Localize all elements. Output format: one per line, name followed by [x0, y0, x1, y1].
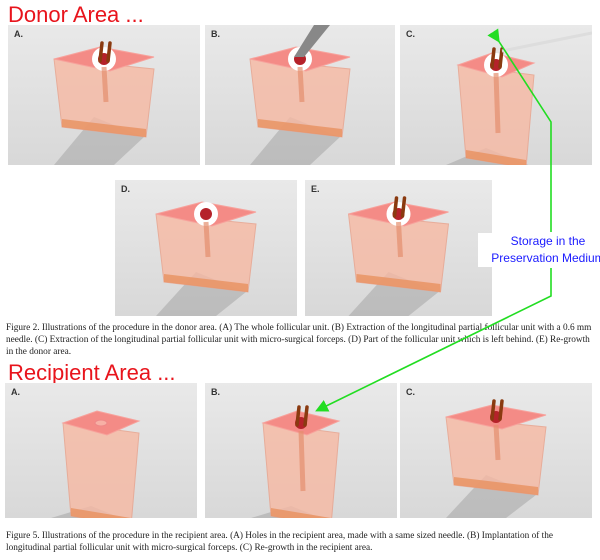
block-bottom [62, 119, 146, 137]
hair-shaft [498, 399, 504, 421]
hair-shaft [295, 405, 301, 427]
recipient-panel-a: A. [5, 383, 197, 518]
donor-area-heading: Donor Area ... [8, 2, 144, 27]
block-bottom [71, 508, 131, 518]
panel-label: D. [121, 184, 130, 194]
hair-shaft [490, 399, 496, 421]
donor-panel-a: A. [8, 25, 200, 165]
root [101, 66, 109, 103]
root [298, 430, 306, 492]
donor-panel-c: C. [400, 25, 592, 165]
panel-label: B. [211, 29, 220, 39]
follicle-hole [200, 208, 212, 220]
block-bottom [271, 508, 331, 518]
skin-block-illustration [51, 410, 141, 518]
hair-shaft [98, 41, 104, 63]
skin-block-illustration [251, 405, 341, 518]
root [493, 424, 501, 461]
block-side [62, 422, 140, 518]
figure-5-caption: Figure 5. Illustrations of the procedure… [6, 531, 554, 553]
panel-label: C. [406, 387, 415, 397]
hair-shaft [392, 196, 399, 218]
skin-block-illustration [155, 201, 257, 316]
skin-block-illustration [53, 41, 155, 165]
panel-label: A. [14, 29, 23, 39]
figure-2-caption: Figure 2. Illustrations of the procedure… [6, 323, 592, 357]
donor-panel-e: E. [305, 180, 492, 316]
needle [294, 25, 330, 57]
root [203, 221, 211, 258]
root [297, 66, 305, 103]
panel-label: C. [406, 29, 415, 39]
storage-annotation: Storage in the Preservation Medium [478, 233, 600, 267]
hair-shaft [303, 405, 309, 427]
hair-shaft [106, 41, 112, 63]
panel-label: A. [11, 387, 20, 397]
hair-shaft [400, 196, 407, 218]
skin-block-illustration [446, 31, 592, 165]
root [493, 72, 501, 134]
donor-panel-b: B. [205, 25, 395, 165]
donor-panel-d: D. [115, 180, 297, 316]
skin-block-illustration [249, 25, 351, 165]
root [396, 221, 403, 258]
block-bottom [164, 274, 248, 292]
skin-block-illustration [445, 399, 547, 518]
block-bottom [258, 119, 342, 137]
hole [94, 419, 108, 427]
recipient-panel-c: C. [400, 383, 592, 518]
block-bottom [454, 477, 538, 495]
panel-label: E. [311, 184, 320, 194]
forceps [501, 31, 592, 53]
panel-label: B. [211, 387, 220, 397]
recipient-panel-b: B. [205, 383, 397, 518]
storage-line-1: Storage in the [510, 234, 586, 248]
recipient-area-heading: Recipient Area ... [8, 360, 176, 385]
storage-line-2: Preservation Medium [491, 251, 600, 265]
hair-shaft [498, 47, 504, 69]
shadow [446, 475, 536, 518]
hair-shaft [490, 47, 496, 69]
skin-block-illustration [347, 196, 450, 316]
